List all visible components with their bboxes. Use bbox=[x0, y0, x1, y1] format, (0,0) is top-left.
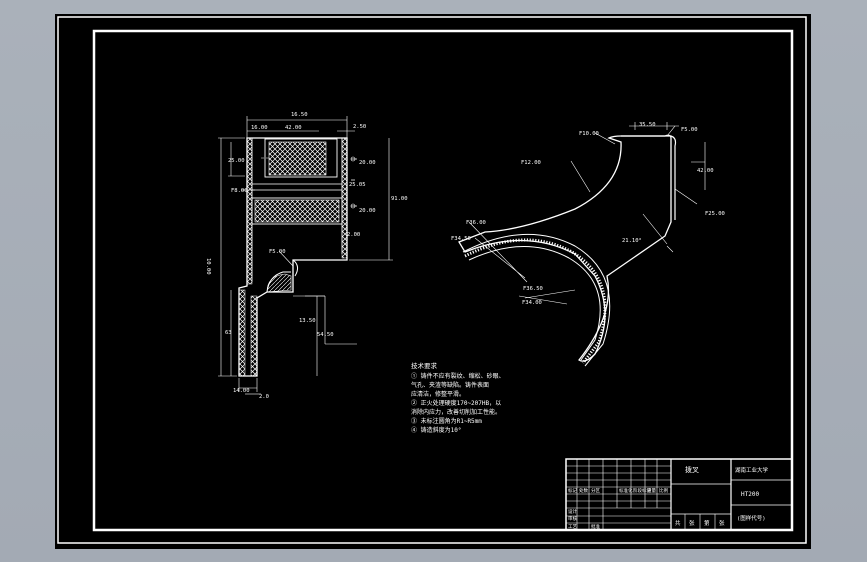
dim-upper-width: 42.00 bbox=[285, 125, 302, 131]
dim-r-mid: F36.50 bbox=[523, 286, 543, 292]
note-line-7: ④ 铸造斜度为10° bbox=[411, 426, 461, 434]
note-line-3: 应清洁，修整平滑。 bbox=[411, 390, 465, 398]
dim-h1: 25.00 bbox=[228, 158, 245, 164]
technical-notes: 技术要求 ① 铸件不应有裂纹、缩松、砂眼、 气孔、夹渣等缺陷。铸件表面 应清洁，… bbox=[411, 361, 505, 434]
dim-d1: 20.00 bbox=[359, 160, 376, 166]
title-material: HT200 bbox=[741, 491, 759, 498]
dim-lower-left: 63 bbox=[225, 330, 232, 336]
dim-top-width: 35.50 bbox=[639, 122, 656, 128]
dim-r-outer: F36.00 bbox=[466, 220, 486, 226]
dim-left-gap: 16.00 bbox=[251, 125, 268, 131]
dim-overall-width: 16.50 bbox=[291, 112, 308, 118]
dim-d2: 20.00 bbox=[359, 208, 376, 214]
title-institution: 湖南工业大学 bbox=[735, 466, 769, 474]
dim-bottom-width: 14.00 bbox=[233, 388, 250, 394]
tb-small-7: 标准化 bbox=[619, 487, 633, 494]
title-label-no: 第 bbox=[704, 519, 710, 527]
dim-r-upper: F8.00 bbox=[231, 188, 248, 194]
note-line-4: ② 正火处理硬度170~207HB，以 bbox=[411, 399, 501, 407]
tb-small-5: 审核 bbox=[568, 515, 577, 522]
tb-small-2: 处数 bbox=[579, 487, 588, 494]
tb-small-4: 设计 bbox=[568, 508, 577, 515]
note-line-2: 气孔、夹渣等缺陷。铸件表面 bbox=[411, 381, 489, 389]
note-line-6: ③ 未标注圆角为R1~R5mm bbox=[411, 417, 482, 425]
notes-title: 技术要求 bbox=[411, 361, 438, 370]
title-block: 拨叉 湖南工业大学 HT200 (图样代号) 共 张 第 张 标记 处数 分区 … bbox=[565, 458, 793, 531]
tb-small-1: 标记 bbox=[568, 487, 577, 494]
title-drawing-number: (图样代号) bbox=[737, 514, 766, 522]
dim-lower: 54.50 bbox=[317, 332, 334, 338]
dim-h2: 2.00 bbox=[347, 232, 360, 238]
title-label-total: 共 bbox=[675, 519, 681, 527]
dim-total-height: 10.00 bbox=[205, 258, 211, 275]
dim-r-neck: F5.00 bbox=[269, 249, 286, 255]
fork-view: F10.00 35.50 F5.00 F12.00 42.00 F25.00 2… bbox=[451, 122, 725, 367]
dim-r-arc: F12.00 bbox=[521, 160, 541, 166]
section-view: 16.50 16.00 42.00 2.50 25.00 F8.00 20.00… bbox=[205, 112, 408, 400]
tb-small-9: 阶段标记 bbox=[633, 487, 651, 494]
tb-small-10: 重量 bbox=[647, 487, 656, 494]
dim-right-height: 42.00 bbox=[697, 168, 714, 174]
outer-border bbox=[57, 16, 807, 544]
drawing-canvas[interactable]: 16.50 16.00 42.00 2.50 25.00 F8.00 20.00… bbox=[55, 14, 811, 549]
dim-angle: 21.10° bbox=[622, 238, 642, 244]
dim-bottom-small: 2.0 bbox=[259, 394, 269, 400]
tb-small-8: 批准 bbox=[591, 523, 600, 530]
dim-r-bottom: F34.00 bbox=[522, 300, 542, 306]
tb-small-11: 比例 bbox=[659, 487, 668, 494]
title-label-sheet: 张 bbox=[719, 519, 725, 527]
dim-right-gap: 2.50 bbox=[353, 124, 366, 130]
dim-r-top-right: F5.00 bbox=[681, 127, 698, 133]
title-part-name: 拨叉 bbox=[685, 465, 699, 474]
title-label-sheets: 张 bbox=[689, 519, 695, 527]
drawing-sheet: 16.50 16.00 42.00 2.50 25.00 F8.00 20.00… bbox=[55, 14, 811, 549]
note-line-5: 消除内应力，改善切削加工性能。 bbox=[411, 408, 501, 416]
dim-d-mid: 25.05 bbox=[349, 182, 366, 188]
dim-r-right: F25.00 bbox=[705, 211, 725, 217]
tb-small-3: 分区 bbox=[591, 487, 600, 494]
dim-r-inner: F34.50 bbox=[451, 236, 471, 242]
dim-step: 13.50 bbox=[299, 318, 316, 324]
dim-r-top-left: F10.00 bbox=[579, 131, 599, 137]
note-line-1: ① 铸件不应有裂纹、缩松、砂眼、 bbox=[411, 372, 505, 380]
inner-border bbox=[92, 29, 794, 532]
dim-right-height: 91.00 bbox=[391, 196, 408, 202]
tb-small-6: 工艺 bbox=[568, 524, 577, 530]
